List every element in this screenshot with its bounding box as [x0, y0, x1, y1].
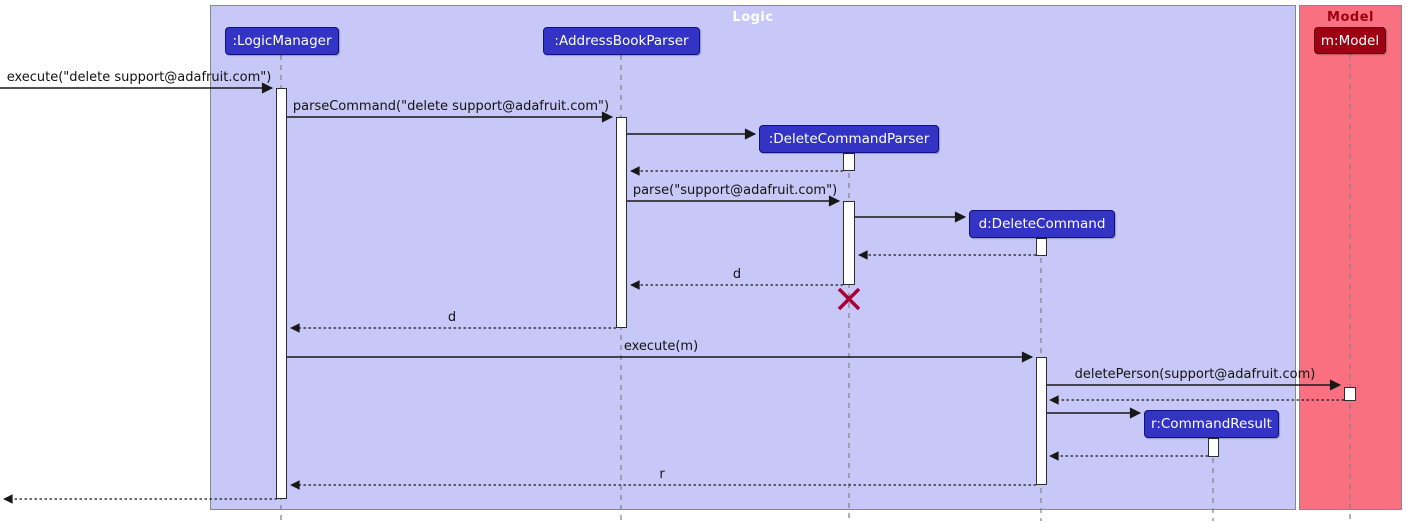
activation-logic-manager — [276, 88, 287, 499]
logic-frame-title: Logic — [732, 10, 774, 25]
activation-delete-command-parser-create — [843, 153, 855, 171]
model-frame: Model — [1299, 5, 1402, 510]
message-label-parse: parse("support@adafruit.com") — [632, 183, 838, 198]
participant-address-book-parser: :AddressBookParser — [543, 27, 700, 55]
activation-delete-command-parser-parse — [843, 201, 855, 285]
model-frame-title: Model — [1327, 10, 1374, 25]
participant-delete-command-parser: :DeleteCommandParser — [759, 125, 939, 153]
message-label-return-r: r — [659, 467, 665, 482]
message-label-delete-person: deletePerson(support@adafruit.com) — [1074, 367, 1316, 382]
message-label-parse-command: parseCommand("delete support@adafruit.co… — [292, 99, 610, 114]
participant-model: m:Model — [1314, 27, 1386, 54]
activation-delete-command-create — [1036, 238, 1047, 256]
participant-command-result: r:CommandResult — [1144, 410, 1279, 438]
message-label-return-d-to-parser: d — [732, 267, 742, 282]
message-label-return-d-to-manager: d — [447, 310, 457, 325]
activation-delete-command-execute — [1036, 357, 1047, 485]
participant-logic-manager: :LogicManager — [225, 27, 339, 55]
message-label-execute-m: execute(m) — [623, 339, 699, 354]
activation-address-book-parser — [616, 117, 627, 328]
participant-delete-command: d:DeleteCommand — [969, 210, 1115, 238]
message-label-execute-delete: execute("delete support@adafruit.com") — [6, 70, 272, 85]
activation-model — [1344, 387, 1356, 401]
logic-frame: Logic — [210, 5, 1296, 510]
activation-command-result — [1208, 438, 1219, 457]
